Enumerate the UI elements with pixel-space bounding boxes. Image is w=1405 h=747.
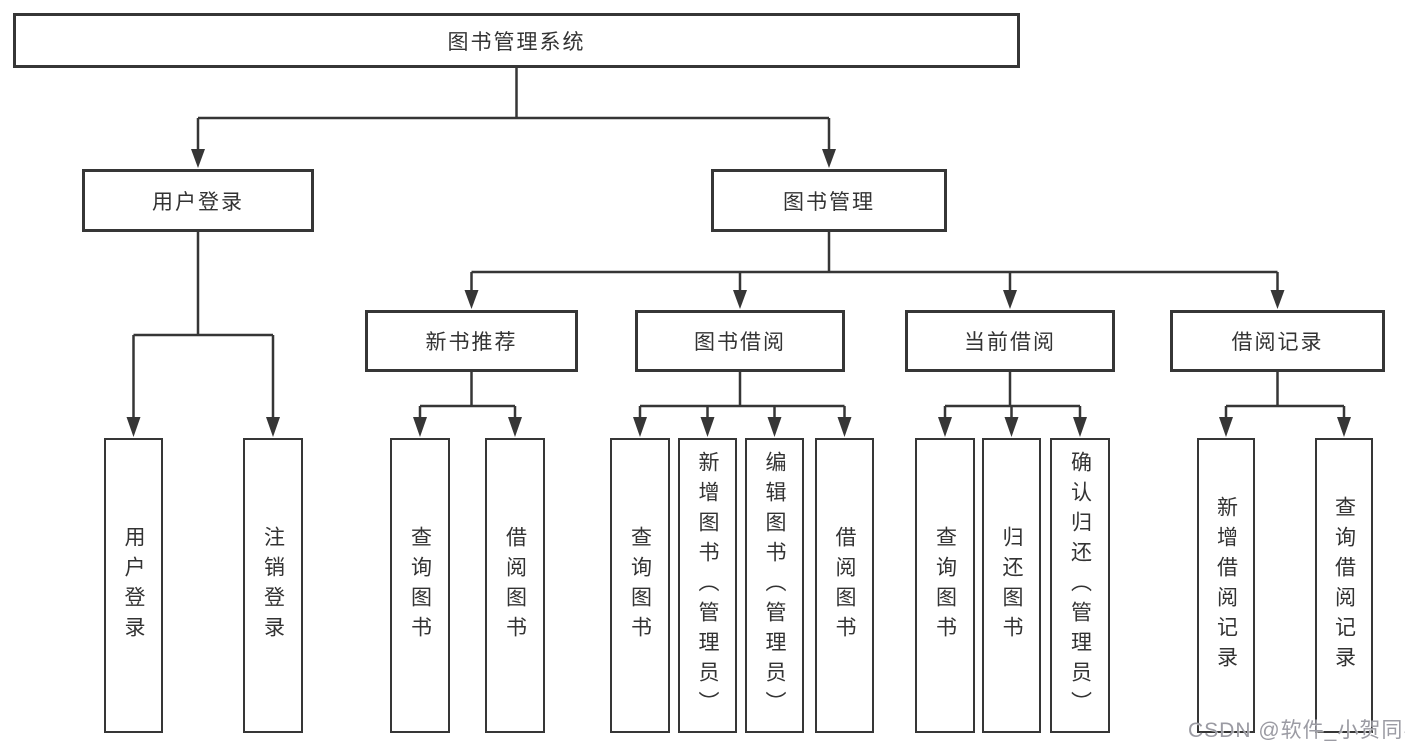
- csdn-watermark: CSDN @软件_小贺同学: [1188, 719, 1405, 742]
- leaf-recommend-borrow-books-label: 借阅图书: [503, 525, 527, 646]
- leaf-current-return-books-label: 归还图书: [1000, 525, 1023, 646]
- node-user-login: 用户登录: [82, 169, 314, 232]
- leaf-user-login: 用户登录: [104, 438, 163, 733]
- leaf-borrow-edit-books-admin: 编辑图书（管理员）: [745, 438, 804, 733]
- leaf-user-login-label: 用户登录: [122, 525, 145, 646]
- leaf-records-add-record-label: 新增借阅记录: [1214, 495, 1238, 676]
- leaf-borrow-borrow-books-label: 借阅图书: [833, 525, 856, 646]
- leaf-recommend-borrow-books: 借阅图书: [485, 438, 545, 733]
- leaf-logout-label: 注销登录: [261, 525, 285, 646]
- leaf-borrow-query-books-label: 查询图书: [628, 525, 652, 646]
- node-borrowing-records: 借阅记录: [1170, 310, 1385, 372]
- node-root-system: 图书管理系统: [13, 13, 1020, 68]
- leaf-current-confirm-return-admin-label: 确认归还（管理员）: [1068, 450, 1092, 721]
- node-current-borrowing: 当前借阅: [905, 310, 1115, 372]
- leaf-current-query-books-label: 查询图书: [933, 525, 957, 646]
- leaf-borrow-borrow-books: 借阅图书: [815, 438, 874, 733]
- leaf-logout: 注销登录: [243, 438, 303, 733]
- node-book-management: 图书管理: [711, 169, 947, 232]
- leaf-current-return-books: 归还图书: [982, 438, 1041, 733]
- node-new-book-recommend: 新书推荐: [365, 310, 578, 372]
- leaf-recommend-query-books: 查询图书: [390, 438, 450, 733]
- node-book-borrowing: 图书借阅: [635, 310, 845, 372]
- leaf-current-confirm-return-admin: 确认归还（管理员）: [1050, 438, 1110, 733]
- leaf-records-query-record: 查询借阅记录: [1315, 438, 1373, 733]
- leaf-records-add-record: 新增借阅记录: [1197, 438, 1255, 733]
- leaf-borrow-edit-books-admin-label: 编辑图书（管理员）: [763, 450, 786, 721]
- leaf-current-query-books: 查询图书: [915, 438, 975, 733]
- leaf-borrow-add-books-admin-label: 新增图书（管理员）: [696, 450, 719, 721]
- leaf-recommend-query-books-label: 查询图书: [408, 525, 432, 646]
- leaf-borrow-add-books-admin: 新增图书（管理员）: [678, 438, 737, 733]
- leaf-borrow-query-books: 查询图书: [610, 438, 670, 733]
- leaf-records-query-record-label: 查询借阅记录: [1332, 495, 1356, 676]
